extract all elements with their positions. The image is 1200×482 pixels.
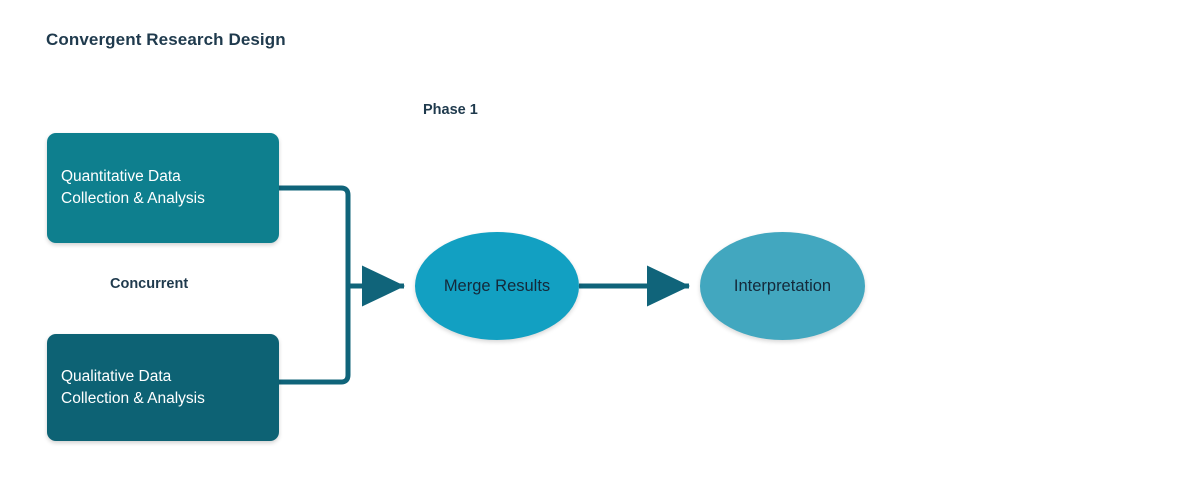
node-merge-results-ellipse[interactable]: Merge Results [415,232,579,340]
edge-qualitative-to-merge [276,283,351,385]
node-quantitative-data-box[interactable]: Quantitative Data Collection & Analysis [47,133,279,243]
edge-quantitative-to-merge [276,185,351,289]
node-qualitative-line-2: Collection & Analysis [61,389,205,407]
node-qualitative-line-1: Qualitative Data [61,367,172,385]
node-merge-results-label: Merge Results [443,276,551,295]
node-quantitative-line-2: Collection & Analysis [61,190,205,207]
page-title: Convergent Research Design [46,30,286,49]
node-quantitative-line-1: Quantitative Data [61,168,181,185]
label-phase-1: Phase 1 [423,102,478,118]
node-interpretation-label: Interpretation [733,276,832,295]
node-qualitative-data-box[interactable]: Qualitative Data Collection & Analysis [47,334,279,441]
node-interpretation-ellipse[interactable]: Interpretation [700,232,865,340]
label-concurrent: Concurrent [110,276,189,292]
